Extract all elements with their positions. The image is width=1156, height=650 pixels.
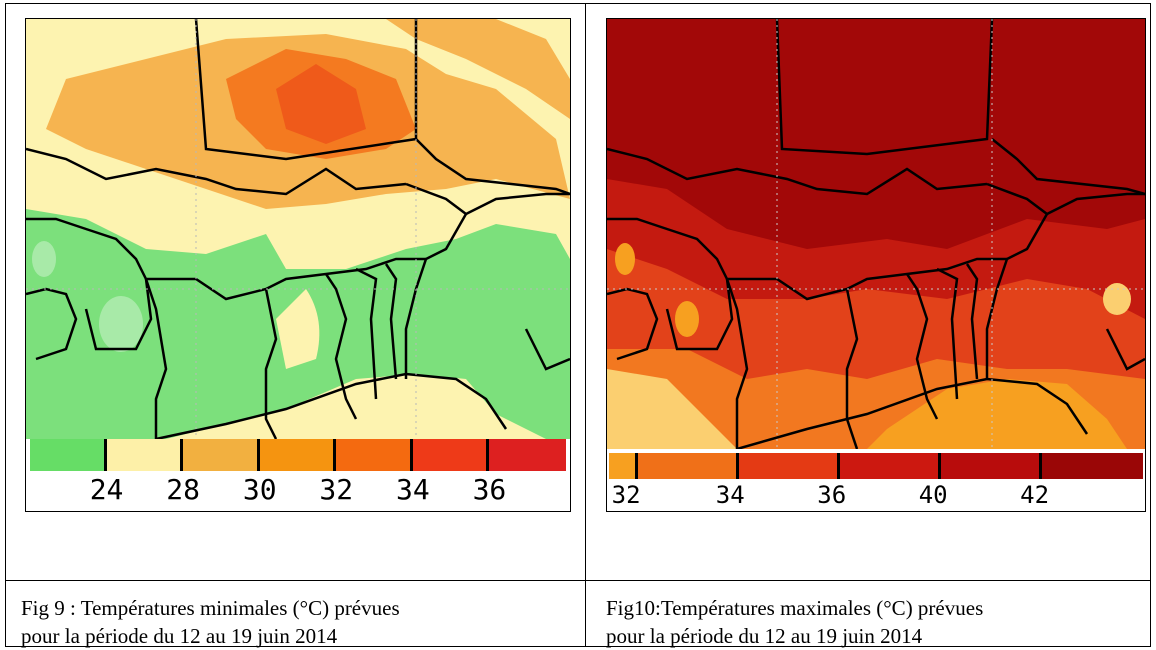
table-divider-horizontal [5,580,1151,581]
caption-fig9-line1: Fig 9 : Températures minimales (°C) prév… [21,596,400,620]
max-temperature-map [607,19,1145,449]
min-temperature-legend-labels: 24 28 30 32 34 36 [30,473,566,507]
min-legend-swatch-0 [30,439,107,471]
zone-hotspot-coast [615,243,635,275]
min-legend-label-4: 34 [395,473,430,506]
min-legend-swatch-4 [336,439,413,471]
caption-fig9: Fig 9 : Températures minimales (°C) prév… [21,594,400,650]
min-legend-swatch-1 [106,439,184,471]
min-legend-swatch-5 [412,439,490,471]
table-divider-vertical [585,3,586,647]
max-legend-label-2: 36 [817,481,847,509]
max-legend-label-0: 32 [611,481,641,509]
max-legend-swatch-0 [609,453,639,479]
zone-light-green-2 [32,241,56,277]
max-legend-swatch-4 [941,453,1043,479]
min-legend-swatch-3 [259,439,337,471]
max-legend-swatch-5 [1042,453,1143,479]
zone-coast-24-28 [166,374,546,439]
zone-light-green-1 [99,296,143,352]
max-legend-swatch-2 [739,453,841,479]
max-legend-swatch-1 [638,453,740,479]
max-temperature-legend-bar [609,453,1143,479]
max-legend-label-4: 42 [1020,481,1050,509]
zone-northeast [386,19,570,119]
max-legend-swatch-3 [840,453,942,479]
min-legend-label-3: 32 [319,473,354,506]
max-legend-label-1: 34 [715,481,745,509]
zone-32-34-coast [867,379,1127,449]
max-temperature-legend-labels: 32 34 36 40 42 [609,481,1143,509]
min-temperature-map-panel: 24 28 30 32 34 36 [25,18,571,512]
zone-inland-24-28 [276,289,320,369]
zone-hotspot-east [1103,283,1131,315]
caption-fig9-line2: pour la période du 12 au 19 juin 2014 [21,624,338,648]
zone-hotspot-west [675,301,699,337]
caption-fig10-line2: pour la période du 12 au 19 juin 2014 [606,624,923,648]
min-legend-label-2: 30 [242,473,277,506]
figure-table [5,3,1151,647]
min-legend-label-0: 24 [89,473,124,506]
min-temperature-map [26,19,570,439]
min-legend-swatch-6 [489,439,566,471]
graticule [26,19,570,439]
caption-fig10: Fig10:Températures maximales (°C) prévue… [606,594,983,650]
min-temperature-legend-bar [30,439,566,471]
country-borders [26,19,570,439]
zone-32-34 [276,64,366,144]
max-temperature-map-panel: 32 34 36 40 42 [606,18,1146,512]
zone-32-34-west [607,369,737,449]
max-legend-label-3: 40 [918,481,948,509]
min-legend-label-5: 36 [472,473,507,506]
min-legend-swatch-2 [183,439,260,471]
caption-fig10-line1: Fig10:Températures maximales (°C) prévue… [606,596,984,620]
min-legend-label-1: 28 [166,473,200,506]
